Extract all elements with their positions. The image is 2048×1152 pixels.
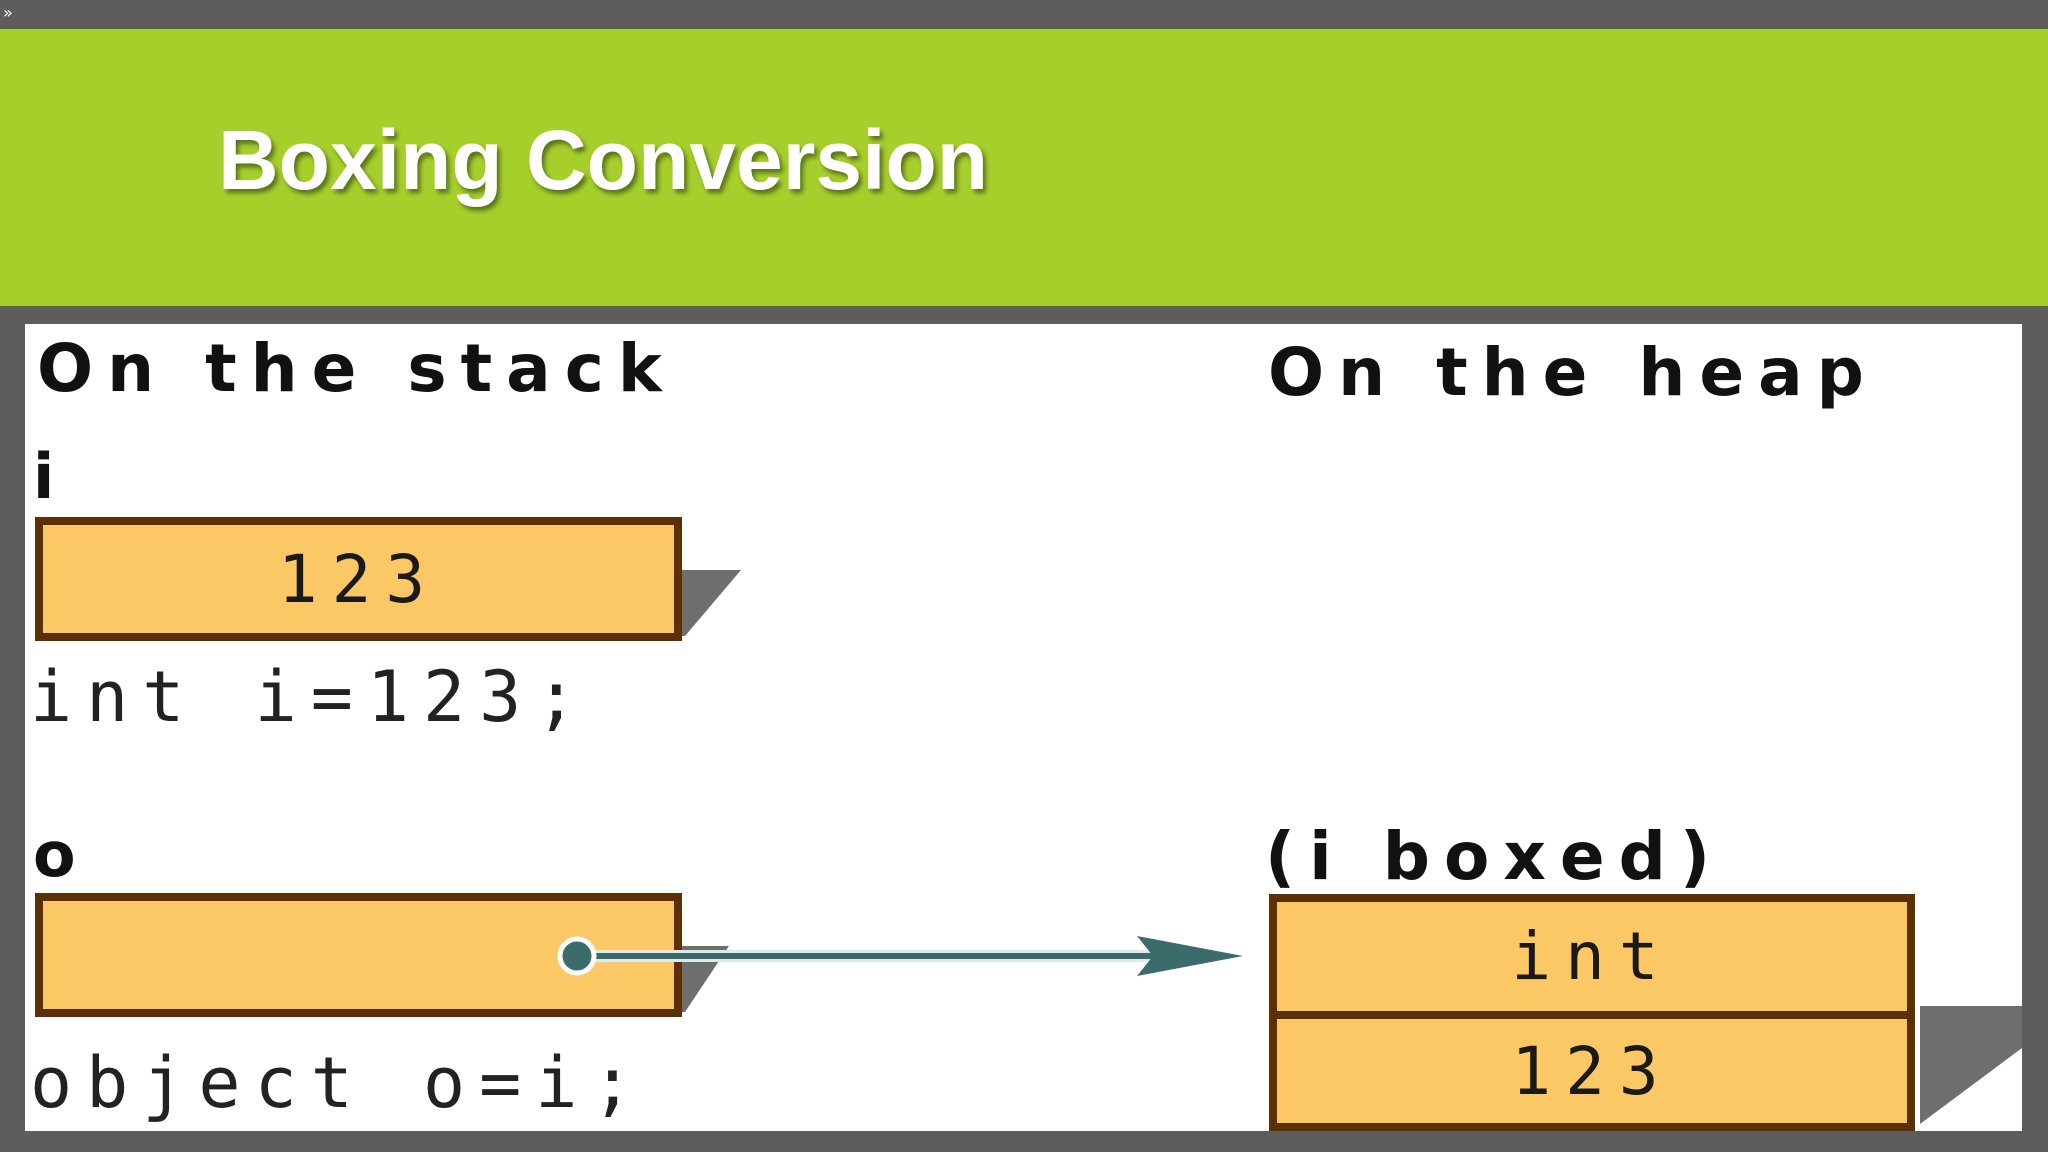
var-i-box-shadow	[665, 570, 741, 636]
title-banner: Boxing Conversion	[0, 29, 2048, 306]
heap-box-value-cell: 123	[1269, 1011, 1915, 1131]
var-i-label: i	[33, 440, 55, 513]
stack-heading: On the stack	[37, 330, 676, 407]
slide-title: Boxing Conversion	[218, 113, 989, 207]
reference-arrow	[557, 936, 1243, 976]
heap-value: 123	[1511, 1032, 1673, 1110]
reference-arrow-origin	[557, 936, 597, 976]
var-i-declaration: int i=123;	[30, 656, 592, 738]
heap-heading: On the heap	[1268, 334, 1878, 411]
var-i-value: 123	[277, 540, 440, 618]
boxing-diagram: On the stack On the heap i 123 int i=123…	[25, 324, 2022, 1131]
boxed-label: (i boxed)	[1265, 818, 1725, 895]
reference-arrow-head	[1137, 936, 1243, 976]
var-i-box: 123	[35, 517, 682, 641]
app-icon: »	[3, 3, 13, 22]
var-o-label: o	[33, 818, 76, 891]
heap-type-value: int	[1511, 918, 1673, 995]
var-o-declaration: object o=i;	[30, 1042, 648, 1124]
heap-box-shadow	[1920, 1006, 2022, 1124]
